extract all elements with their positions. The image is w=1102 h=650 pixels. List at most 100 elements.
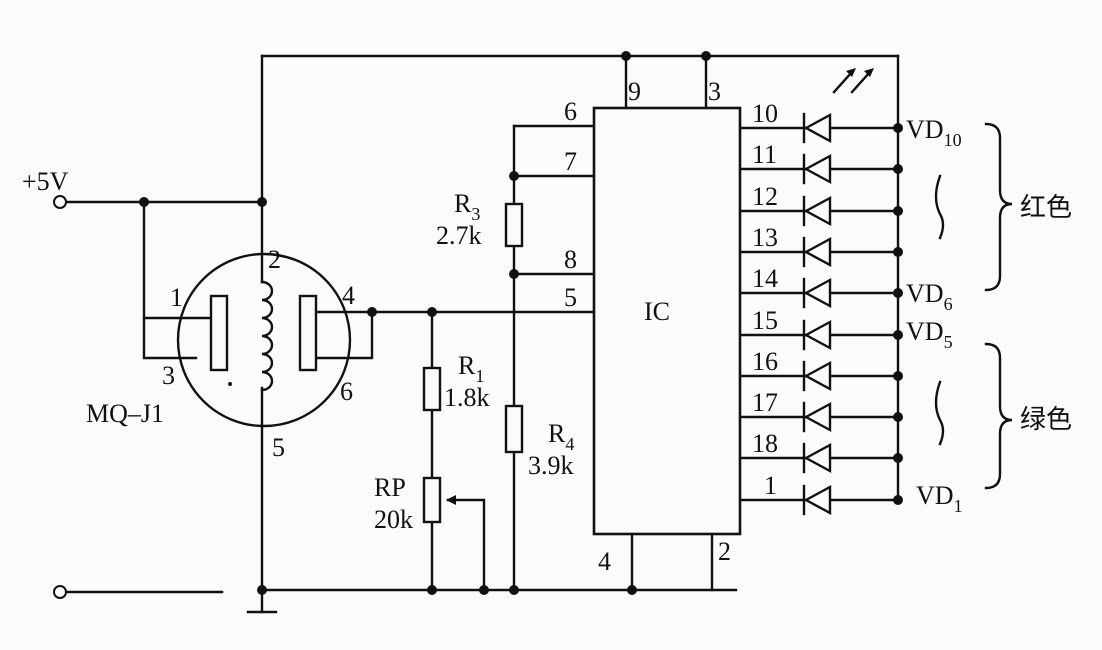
r4-name-label: R4	[548, 419, 574, 454]
led-triangle	[803, 277, 832, 309]
r3-value-label: 2.7k	[436, 221, 482, 250]
led-triangle	[803, 319, 832, 351]
sensor-pin1-label: 1	[170, 283, 183, 312]
light-arrow-head	[846, 68, 856, 77]
led-triangle	[803, 195, 832, 227]
mq-j1-sensor	[176, 252, 352, 428]
junction-dot	[893, 453, 903, 463]
red-group-brace	[984, 122, 1013, 292]
junction-dot	[893, 164, 903, 174]
junction-dot	[627, 585, 637, 595]
ground-terminal	[53, 585, 67, 599]
heater-coil	[260, 280, 274, 392]
power-label: +5V	[22, 167, 69, 196]
sensor-name-label: MQ–J1	[86, 399, 164, 428]
junction-dot	[893, 123, 903, 133]
ic-pin4-label: 4	[598, 547, 611, 576]
ic-pin-label: 1	[764, 471, 777, 500]
junction-dot	[509, 171, 519, 181]
sensor-pin4-label: 4	[342, 281, 355, 310]
led-triangle	[803, 360, 832, 392]
junction-dot	[257, 197, 267, 207]
green-group-label: 绿色	[1020, 405, 1072, 435]
rp-wiper-wire	[446, 498, 486, 592]
ic-pin-label: 10	[752, 99, 778, 128]
junction-dot	[893, 412, 903, 422]
rp-wiper-arrow	[446, 495, 456, 505]
potentiometer-rp	[422, 476, 442, 524]
resistor-r1	[422, 366, 442, 412]
ic-pin8-label: 8	[564, 245, 577, 274]
ic-pin-label: 14	[752, 264, 778, 293]
red-group-label: 红色	[1020, 193, 1072, 223]
vd1-label: VD1	[916, 481, 963, 516]
led-diode	[802, 236, 832, 268]
junction-dot	[621, 51, 631, 61]
light-arrow	[832, 70, 854, 94]
sensor-pin5-label: 5	[272, 433, 285, 462]
sensor-body	[176, 252, 352, 428]
led-diode	[802, 319, 832, 351]
junction-dot	[893, 371, 903, 381]
junction-dot	[479, 585, 489, 595]
sensor-pin3-wire	[142, 200, 198, 360]
light-arrow-head	[864, 68, 874, 77]
r1-name-label: R1	[458, 351, 484, 386]
ic-pin-label: 17	[752, 388, 778, 417]
sensor-left-electrode	[209, 294, 229, 372]
green-ellipsis-mark	[934, 380, 945, 446]
junction-dots	[139, 51, 711, 595]
ic-pin2-label: 2	[718, 537, 731, 566]
vd5-label: VD5	[906, 317, 953, 352]
ic-pin9-label: 9	[628, 77, 641, 106]
led-diode	[802, 442, 832, 474]
resistor-r3	[504, 202, 524, 248]
sensor-pin2-label: 2	[268, 245, 281, 274]
vd10-label: VD10	[906, 115, 962, 150]
r4-value-label: 3.9k	[528, 451, 574, 480]
junction-dot	[893, 495, 903, 505]
junction-dot	[509, 269, 519, 279]
vd6-label: VD6	[906, 279, 953, 314]
red-ellipsis-mark	[934, 174, 945, 240]
led-diode	[802, 360, 832, 392]
ic-pin-label: 18	[752, 429, 778, 458]
led-triangle	[803, 484, 832, 516]
r3-name-label: R3	[454, 189, 480, 224]
led-triangle	[803, 236, 832, 268]
ic-body	[592, 106, 742, 536]
junction-dot	[427, 307, 437, 317]
led-diode	[802, 195, 832, 227]
ic-pin-label: 15	[752, 306, 778, 335]
r1-value-label: 1.8k	[444, 383, 490, 412]
led-triangle	[803, 401, 832, 433]
ic-pin3-label: 3	[708, 77, 721, 106]
green-group-brace	[984, 342, 1013, 490]
junction-dot	[893, 330, 903, 340]
junction-dot	[257, 585, 267, 595]
resistor-r4	[504, 404, 524, 454]
led-array	[802, 112, 832, 516]
rp-value-label: 20k	[374, 505, 413, 534]
light-emission-arrows	[832, 68, 874, 94]
led-diode	[802, 484, 832, 516]
sensor-mark	[228, 382, 232, 386]
junction-dot	[427, 585, 437, 595]
sensor-pin3-label: 3	[162, 361, 175, 390]
junction-dot	[893, 247, 903, 257]
ic-label: IC	[644, 297, 670, 326]
light-arrow	[850, 70, 872, 94]
sensor-right-electrode	[298, 294, 318, 372]
ic-pin6-label: 6	[564, 97, 577, 126]
led-diode	[802, 153, 832, 185]
sensor-pin6-label: 6	[340, 377, 353, 406]
ic-pin-label: 11	[752, 140, 777, 169]
led-triangle	[803, 112, 832, 144]
junction-dot	[139, 197, 149, 207]
ic-pin-label: 13	[752, 223, 778, 252]
junction-dot	[893, 206, 903, 216]
ic-pin-label: 12	[752, 182, 778, 211]
ic-pin7-label: 7	[564, 147, 577, 176]
